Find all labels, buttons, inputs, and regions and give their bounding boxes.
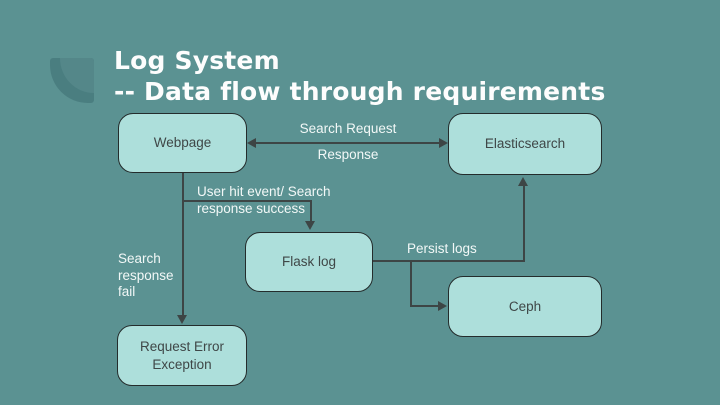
edge-label-fail-line2: response xyxy=(118,267,174,283)
edge-label-user-hit-event: User hit event/ Search response success xyxy=(197,184,331,217)
arrowhead-right-icon xyxy=(439,138,448,148)
node-elasticsearch: Elasticsearch xyxy=(448,113,602,175)
connector-branch-to-flask xyxy=(310,200,312,222)
arrowhead-left-icon xyxy=(247,138,256,148)
node-request-error-label: Request Error Exception xyxy=(139,338,225,372)
node-webpage: Webpage xyxy=(118,113,247,173)
node-request-error-exception: Request Error Exception xyxy=(117,325,247,386)
slide-subtitle: -- Data flow through requirements xyxy=(114,77,606,106)
node-ceph-label: Ceph xyxy=(508,298,542,314)
connector-persist-vertical xyxy=(410,260,412,306)
edge-label-fail-line1: Search xyxy=(118,251,161,266)
connector-flask-to-elasticsearch xyxy=(523,186,525,262)
edge-label-response: Response xyxy=(317,147,379,162)
edge-label-user-hit-line2: response success xyxy=(197,200,306,216)
connector-to-ceph xyxy=(410,305,438,307)
slide-title: Log System xyxy=(114,46,280,75)
connector-webpage-elasticsearch xyxy=(254,142,442,144)
node-webpage-label: Webpage xyxy=(153,135,212,150)
arrowhead-up-icon xyxy=(518,177,528,186)
connector-branch-horizontal xyxy=(182,200,312,202)
corner-decoration-arc xyxy=(60,58,94,93)
connector-flask-horizontal xyxy=(373,260,525,262)
arrowhead-down-icon xyxy=(177,315,187,324)
edge-label-user-hit-line1: User hit event/ Search xyxy=(197,184,331,199)
arrowhead-down-icon xyxy=(305,221,315,230)
title-block: Log System -- Data flow through requirem… xyxy=(114,45,606,107)
edge-label-fail-line3: fail xyxy=(118,284,136,299)
edge-label-search-request: Search Request xyxy=(299,121,397,136)
node-ceph: Ceph xyxy=(448,276,602,337)
arrowhead-right-icon xyxy=(438,301,447,311)
connector-webpage-request-error xyxy=(182,173,184,315)
node-elasticsearch-label: Elasticsearch xyxy=(484,136,566,151)
edge-label-search-response-fail: Search response fail xyxy=(118,251,174,301)
node-flask-log: Flask log xyxy=(245,232,373,292)
edge-label-persist-logs: Persist logs xyxy=(407,241,477,256)
node-flask-log-label: Flask log xyxy=(281,254,337,269)
corner-decoration xyxy=(50,58,94,103)
